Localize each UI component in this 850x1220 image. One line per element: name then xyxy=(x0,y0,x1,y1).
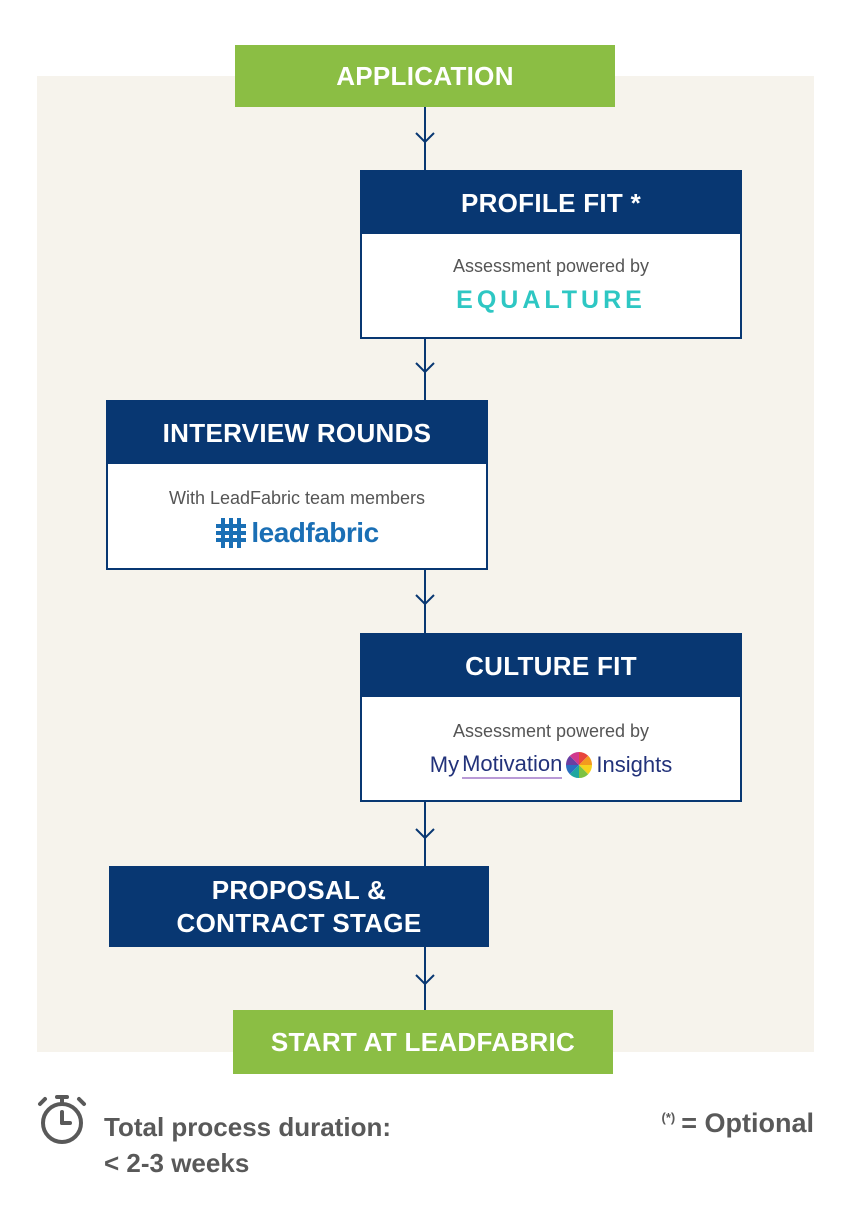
arrowhead-profile xyxy=(415,132,435,144)
mmi-logo-motivation: Motivation xyxy=(462,751,563,779)
stopwatch-icon xyxy=(38,1095,86,1144)
culture-fit-body: Assessment powered by My Motivation Insi… xyxy=(362,697,740,779)
culture-fit-title: CULTURE FIT xyxy=(362,635,740,697)
my-motivation-insights-logo: My Motivation Insights xyxy=(362,751,740,779)
interview-rounds-title: INTERVIEW ROUNDS xyxy=(108,402,486,464)
profile-fit-card: PROFILE FIT * Assessment powered by EQUA… xyxy=(360,170,742,339)
optional-text: = Optional xyxy=(681,1108,814,1138)
profile-fit-subtitle: Assessment powered by xyxy=(452,256,650,276)
interview-rounds-subtitle: With LeadFabric team members xyxy=(168,488,426,508)
profile-fit-body: Assessment powered by EQUALTURE xyxy=(362,234,740,315)
leadfabric-hash-icon xyxy=(216,518,247,548)
arrowhead-start xyxy=(415,974,435,986)
interview-rounds-card: INTERVIEW ROUNDS With LeadFabric team me… xyxy=(106,400,488,570)
proposal-line-2: CONTRACT STAGE xyxy=(176,907,422,938)
profile-fit-title: PROFILE FIT * xyxy=(362,172,740,234)
leadfabric-logo: leadfabric xyxy=(108,517,486,549)
optional-legend: (*) = Optional xyxy=(662,1108,814,1139)
start-step: START AT LEADFABRIC xyxy=(233,1010,613,1074)
proposal-contract-label: PROPOSAL & CONTRACT STAGE xyxy=(177,874,422,940)
mmi-logo-insights: Insights xyxy=(596,752,673,777)
arrowhead-interview xyxy=(415,362,435,374)
culture-fit-card: CULTURE FIT Assessment powered by My Mot… xyxy=(360,633,742,802)
interview-rounds-body: With LeadFabric team members leadfabric xyxy=(108,464,486,549)
arrowhead-culture xyxy=(415,594,435,606)
application-label: APPLICATION xyxy=(336,60,514,91)
culture-fit-subtitle: Assessment powered by xyxy=(452,721,650,741)
duration-line-2: < 2-3 weeks xyxy=(104,1148,250,1178)
proposal-line-1: PROPOSAL & xyxy=(211,874,387,905)
process-duration: Total process duration: < 2-3 weeks xyxy=(34,1092,391,1181)
leadfabric-logo-text: leadfabric xyxy=(251,517,379,548)
application-step: APPLICATION xyxy=(235,45,615,107)
optional-marker: (*) xyxy=(661,1110,676,1125)
arrowhead-proposal xyxy=(415,828,435,840)
mmi-logo-my: My xyxy=(429,752,460,777)
duration-line-1: Total process duration: xyxy=(104,1112,391,1142)
start-label: START AT LEADFABRIC xyxy=(270,1026,576,1057)
proposal-contract-step: PROPOSAL & CONTRACT STAGE xyxy=(109,866,489,947)
color-wheel-icon xyxy=(566,752,593,778)
equalture-logo: EQUALTURE xyxy=(456,286,646,314)
duration-text: Total process duration: < 2-3 weeks xyxy=(104,1109,391,1181)
